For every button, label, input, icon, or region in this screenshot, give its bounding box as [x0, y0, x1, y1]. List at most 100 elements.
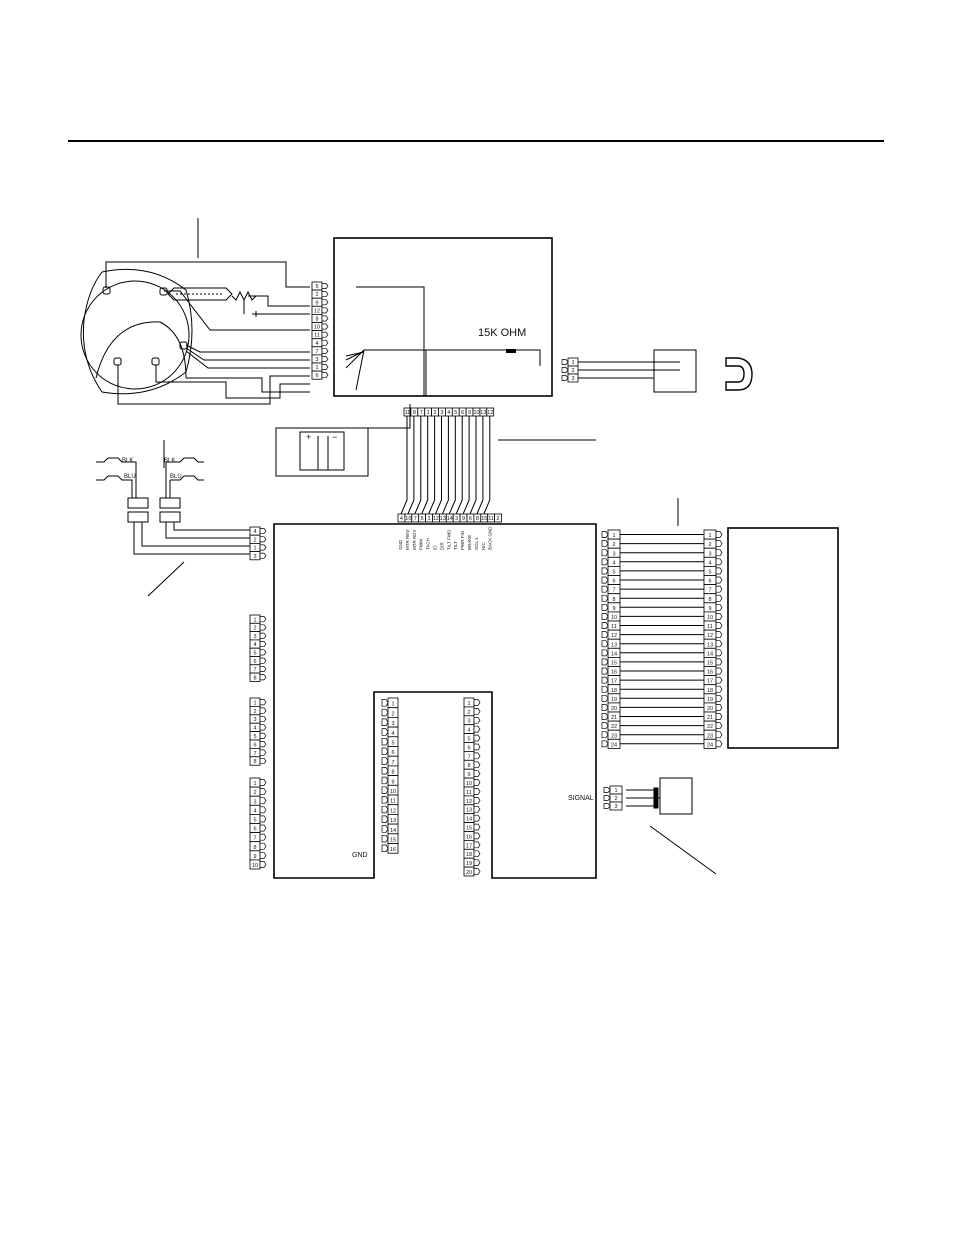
svg-text:1: 1 — [428, 516, 431, 522]
sensor-board-pin: 7 — [417, 407, 426, 417]
main-top-signal-label: PWR FIN — [460, 531, 465, 550]
motor-connector-pin: 12 — [311, 305, 329, 315]
signal-connector-pin: 3 — [603, 801, 623, 811]
svg-text:7: 7 — [253, 751, 256, 757]
svg-text:3: 3 — [253, 799, 256, 805]
inner-right-pin: 15 — [463, 822, 481, 832]
svg-text:1: 1 — [467, 701, 470, 707]
inner-right-pin: 20 — [463, 866, 481, 877]
svg-text:19: 19 — [466, 861, 472, 867]
bundle-wire — [407, 416, 415, 515]
main-right-pin: 14 — [601, 647, 621, 658]
right-panel-pin: 18 — [703, 684, 723, 695]
svg-text:3: 3 — [440, 410, 443, 416]
sensor-board-pin: 1 — [424, 407, 433, 417]
inner-right-pin: 2 — [463, 706, 481, 717]
svg-text:19: 19 — [707, 697, 713, 703]
inner-left-pin: 1 — [381, 697, 399, 709]
resistor-label: 15K OHM — [478, 327, 526, 339]
svg-text:14: 14 — [707, 651, 713, 657]
right-panel-pin: 21 — [703, 711, 723, 722]
sensor-board-pin: 9 — [465, 407, 474, 417]
right-panel-pin: 4 — [703, 556, 723, 567]
battery-assembly: + − — [275, 404, 411, 477]
svg-text:7: 7 — [708, 588, 711, 594]
main-top-pin: 4 — [397, 513, 406, 523]
svg-text:4: 4 — [253, 642, 256, 648]
main-top-signal-label: MTR REV — [405, 530, 410, 550]
svg-text:13: 13 — [611, 642, 617, 648]
hall-sensor — [653, 349, 697, 393]
sensor-board — [333, 237, 553, 397]
svg-text:4: 4 — [391, 731, 394, 737]
sensor-board-pin: 5 — [451, 407, 460, 417]
inner-right-pin: 19 — [463, 857, 481, 868]
inner-left-pin: 8 — [381, 765, 399, 777]
svg-text:15: 15 — [481, 516, 487, 522]
signal-sensor — [626, 777, 717, 875]
motor-connector-pin: 5 — [311, 281, 329, 291]
svg-text:18: 18 — [707, 688, 713, 694]
svg-text:7: 7 — [253, 836, 256, 842]
main-top-signal-label: N/C — [481, 542, 486, 551]
right-harness-wires — [620, 534, 704, 745]
svg-text:11: 11 — [611, 624, 617, 630]
left-block-3-pin: 6 — [249, 823, 267, 834]
svg-text:23: 23 — [611, 733, 617, 739]
main-top-signal-label: TILT — [453, 541, 458, 550]
svg-text:14: 14 — [390, 828, 396, 834]
svg-text:9: 9 — [315, 300, 318, 306]
svg-text:5: 5 — [708, 570, 711, 576]
svg-text:1: 1 — [614, 788, 617, 794]
svg-text:13: 13 — [466, 808, 472, 814]
right-panel-board — [727, 527, 839, 749]
main-top-pin: 12 — [432, 513, 440, 523]
right-panel-pin: 3 — [703, 547, 723, 558]
motor-connector-pin: 3 — [311, 354, 329, 364]
svg-text:3: 3 — [614, 804, 617, 810]
sensor-board-pin: 6 — [458, 407, 467, 417]
main-right-pin: 4 — [601, 556, 621, 567]
main-right-pin: 16 — [601, 666, 621, 677]
svg-text:4: 4 — [400, 516, 403, 522]
svg-text:3: 3 — [612, 551, 615, 557]
svg-text:3: 3 — [391, 721, 394, 727]
left-block-1-pin: 3 — [249, 631, 267, 641]
svg-text:10: 10 — [473, 410, 479, 416]
svg-text:2: 2 — [614, 796, 617, 802]
right-panel-pin: 17 — [703, 675, 723, 686]
main-top-signal-label: MTR RDY — [412, 530, 417, 551]
inner-left-pin: 10 — [381, 784, 399, 796]
svg-text:20: 20 — [466, 870, 472, 876]
main-right-pin: 21 — [601, 711, 621, 722]
svg-text:16: 16 — [707, 670, 713, 676]
inner-right-pin: 16 — [463, 831, 481, 841]
right-panel-pin: 14 — [703, 647, 723, 658]
svg-text:6: 6 — [708, 579, 711, 585]
svg-text:12: 12 — [487, 410, 493, 416]
svg-text:1: 1 — [253, 781, 256, 787]
svg-text:5: 5 — [391, 741, 394, 747]
right-panel-pin: 8 — [703, 593, 723, 604]
svg-text:9: 9 — [468, 410, 471, 416]
resistor-15k — [506, 349, 516, 353]
motor-assembly — [80, 218, 262, 395]
inner-right-pin: 1 — [463, 697, 481, 708]
svg-text:2: 2 — [467, 710, 470, 716]
motor-connector-pin: 9 — [311, 297, 329, 307]
svg-text:4: 4 — [708, 560, 711, 566]
svg-text:5: 5 — [421, 516, 424, 522]
left-block-3-pin: 8 — [249, 841, 267, 852]
svg-text:12: 12 — [433, 516, 439, 522]
inner-left-pin: 7 — [381, 755, 399, 767]
svg-text:13: 13 — [707, 642, 713, 648]
inner-right-pin: 4 — [463, 724, 481, 735]
bundle-wire — [421, 416, 429, 515]
svg-text:8: 8 — [612, 597, 615, 603]
svg-text:11: 11 — [488, 516, 494, 522]
main-top-pin: 11 — [487, 513, 496, 523]
